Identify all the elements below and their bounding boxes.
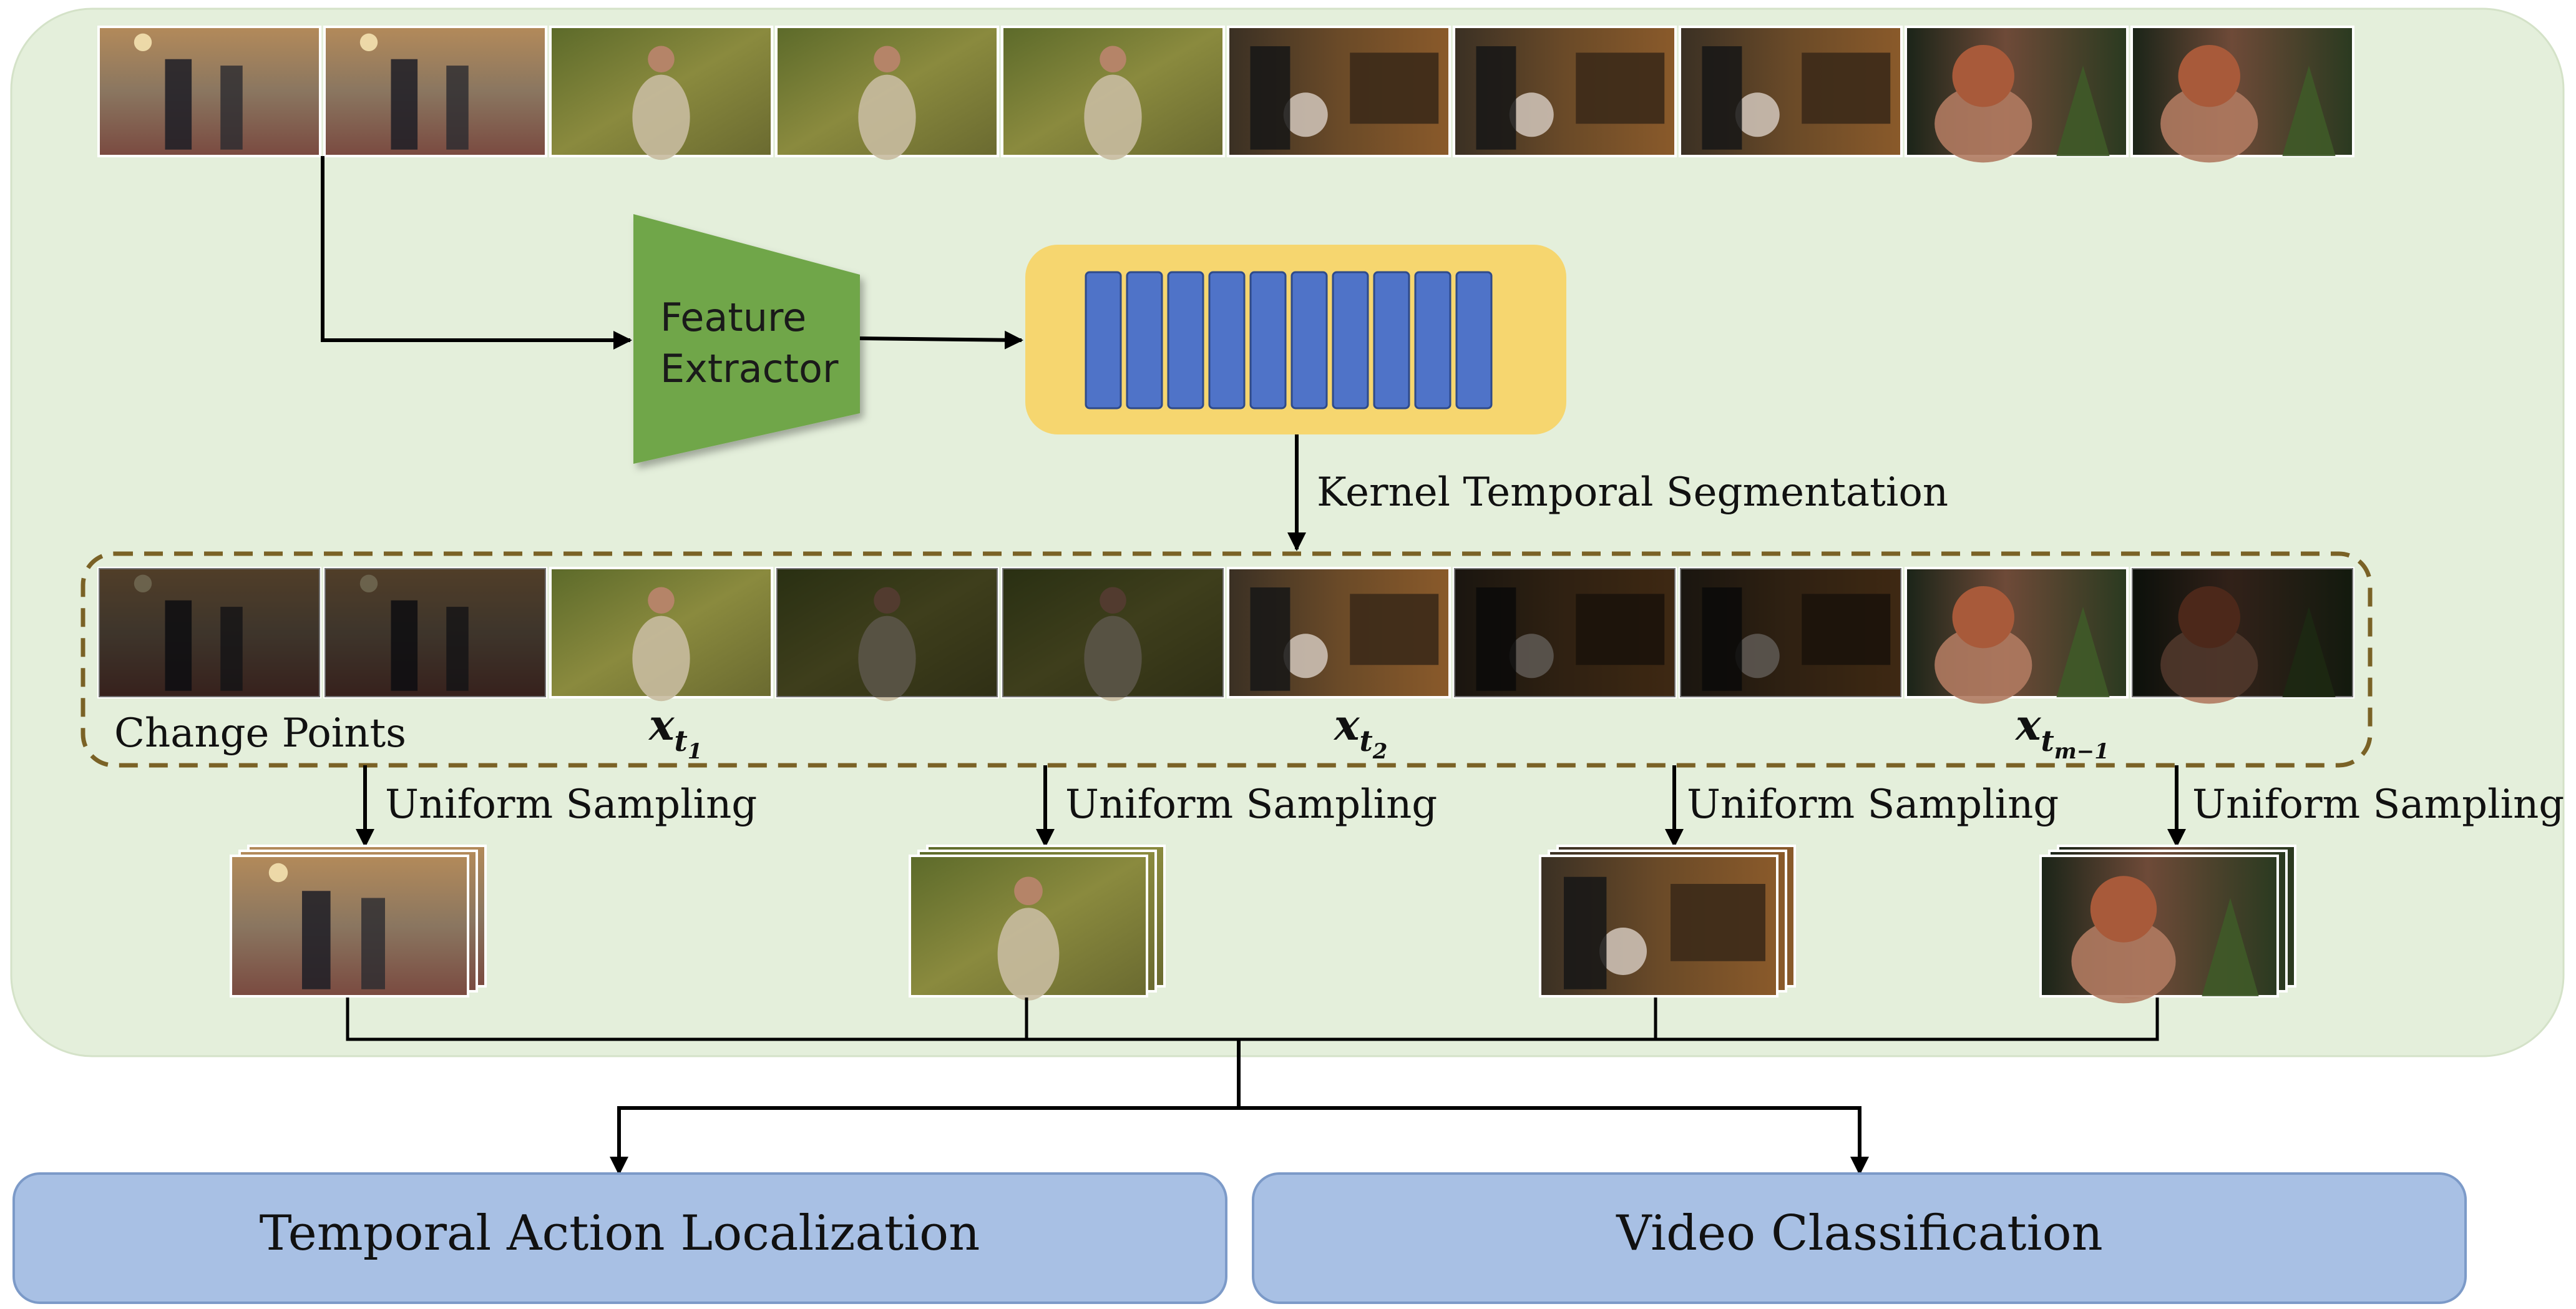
extractor-to-features-arrow xyxy=(859,330,1023,350)
feature-bar-6 xyxy=(1290,271,1328,409)
svg-text:xt1: xt1 xyxy=(648,700,702,764)
input-frame-3 xyxy=(549,26,773,160)
sampling-label-3: Uniform Sampling xyxy=(1687,782,2059,828)
segmented-frame-strip xyxy=(97,567,2354,704)
segment-frame-9 xyxy=(1905,567,2129,704)
merge-bracket xyxy=(346,998,2159,1041)
frames-to-extractor-arrow xyxy=(321,156,632,350)
change-point-marker-1: xt1 xyxy=(648,700,702,764)
feature-bar-5 xyxy=(1249,271,1287,409)
feature-bar-4 xyxy=(1208,271,1246,409)
feature-bar-9 xyxy=(1414,271,1451,409)
sampled-stack-4 xyxy=(2039,845,2296,1004)
output-temporal-action-localization: Temporal Action Localization xyxy=(12,1172,1227,1304)
marker-3-subsub: m−1 xyxy=(2054,739,2109,764)
input-frame-strip xyxy=(97,26,2354,163)
feature-bar-2 xyxy=(1126,271,1163,409)
feature-bar-10 xyxy=(1455,271,1493,409)
input-frame-6 xyxy=(1227,26,1451,157)
output-video-classification: Video Classification xyxy=(1252,1172,2467,1304)
marker-1-base: x xyxy=(648,700,675,750)
input-frame-2 xyxy=(323,26,547,157)
feature-extractor-label-line2: Extractor xyxy=(660,346,839,391)
marker-2-base: x xyxy=(1333,700,1360,750)
feature-extractor: Feature Extractor xyxy=(633,214,860,464)
input-frame-10 xyxy=(2130,26,2354,163)
input-frame-7 xyxy=(1453,26,1677,157)
input-frame-5 xyxy=(1001,26,1225,160)
output-left-label: Temporal Action Localization xyxy=(260,1205,980,1262)
svg-text:xtm−1: xtm−1 xyxy=(2014,700,2109,764)
input-frame-1 xyxy=(97,26,321,157)
marker-1-sub: t xyxy=(675,724,688,758)
segment-frame-10 xyxy=(2130,567,2354,704)
split-to-outputs xyxy=(610,1106,1869,1175)
change-points-label: Change Points xyxy=(114,710,406,757)
input-frame-8 xyxy=(1679,26,1903,157)
sampled-stack-3 xyxy=(1539,845,1796,998)
segmentation-label: Kernel Temporal Segmentation xyxy=(1317,469,1948,516)
change-points-box xyxy=(80,551,2373,768)
segment-frame-8 xyxy=(1679,567,1903,699)
input-frame-9 xyxy=(1905,26,2129,163)
segment-frame-5 xyxy=(1001,567,1225,702)
feature-sequence-box xyxy=(1025,245,1566,434)
segment-frame-1 xyxy=(97,567,321,699)
sampled-frame-2-3 xyxy=(909,855,1148,1001)
segment-frame-7 xyxy=(1453,567,1677,699)
marker-1-subsub: 1 xyxy=(688,739,703,764)
segment-frame-3 xyxy=(549,567,773,702)
svg-text:xt2: xt2 xyxy=(1333,700,1387,764)
sampled-frame-stacks xyxy=(230,845,2296,1004)
sampled-frame-4-3 xyxy=(2039,855,2279,1004)
change-point-marker-2: xt2 xyxy=(1333,700,1387,764)
feature-bars xyxy=(1085,271,1493,409)
feature-bar-3 xyxy=(1167,271,1204,409)
change-point-marker-3: xtm−1 xyxy=(2014,700,2109,764)
feature-bar-8 xyxy=(1373,271,1410,409)
sampled-frame-3-3 xyxy=(1539,855,1778,998)
feature-extractor-label-line1: Feature xyxy=(660,295,806,340)
marker-3-base: x xyxy=(2014,700,2042,750)
sampled-stack-2 xyxy=(909,845,1166,1001)
sampled-frame-1-3 xyxy=(230,855,469,998)
sampling-label-4: Uniform Sampling xyxy=(2192,782,2564,828)
marker-2-subsub: 2 xyxy=(1372,739,1388,764)
sampling-label-1: Uniform Sampling xyxy=(385,782,757,828)
feature-bar-7 xyxy=(1332,271,1369,409)
output-right-label: Video Classification xyxy=(1616,1205,2103,1262)
segment-frame-6 xyxy=(1227,567,1451,699)
segment-frame-4 xyxy=(775,567,999,702)
marker-3-sub: t xyxy=(2041,724,2054,758)
feature-bar-1 xyxy=(1085,271,1122,409)
segment-frame-2 xyxy=(323,567,547,699)
marker-2-sub: t xyxy=(1360,724,1373,758)
input-frame-4 xyxy=(775,26,999,160)
sampling-label-2: Uniform Sampling xyxy=(1065,782,1437,828)
sampled-stack-1 xyxy=(230,845,487,998)
